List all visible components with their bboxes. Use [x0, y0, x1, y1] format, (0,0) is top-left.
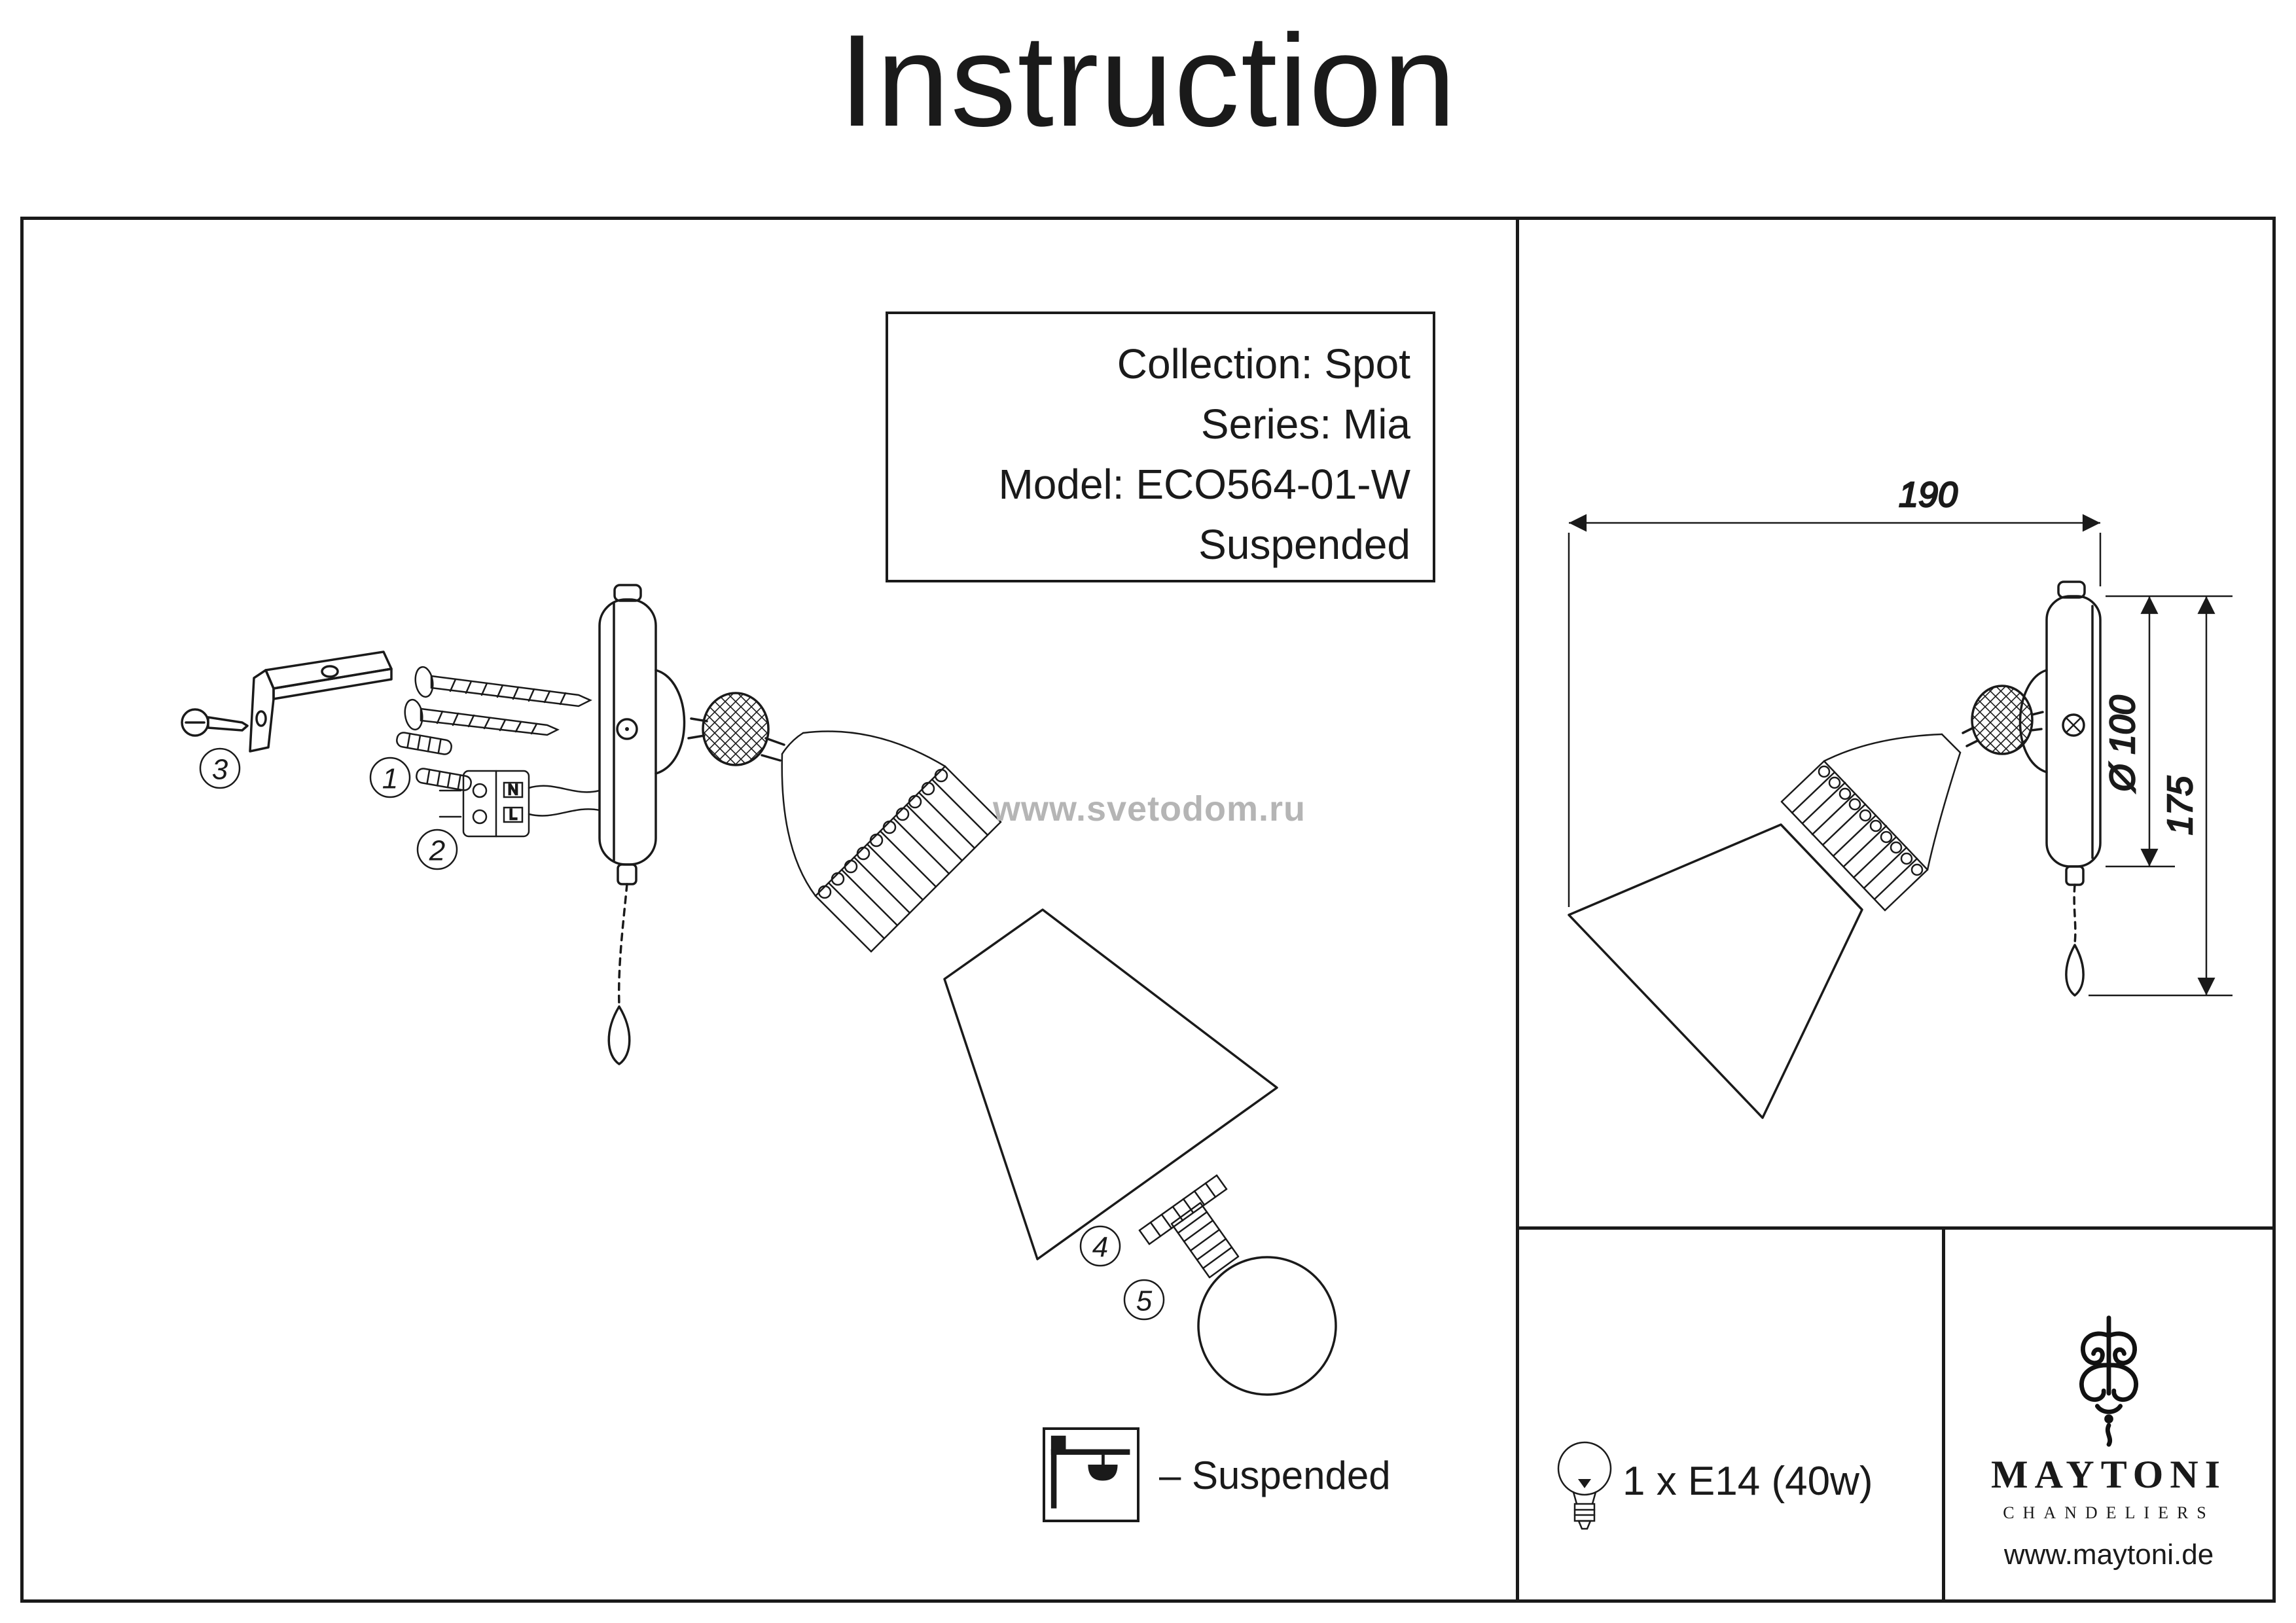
cell-divider-vertical — [1942, 1226, 1945, 1599]
terminal-label-l: L — [509, 806, 517, 823]
dimension-drawing: 190 Ø 100 175 — [1568, 474, 2233, 1119]
part-number-2: 2 — [429, 835, 445, 867]
dimension-height: 175 — [2089, 596, 2233, 997]
bulb-icon — [1557, 1441, 1612, 1530]
dimension-height-value: 175 — [2161, 776, 2200, 835]
instruction-sheet: N L — [20, 217, 2276, 1603]
part-number-1: 1 — [382, 763, 398, 795]
terminal-label-n: N — [508, 781, 518, 798]
brand-website: www.maytoni.de — [2003, 1539, 2214, 1571]
info-model: Model: ECO564-01-W — [998, 461, 1410, 508]
dimension-depth: 190 — [1568, 474, 2102, 907]
retaining-ring-drawing — [1138, 1174, 1228, 1245]
brand-cell: MAYTONI CHANDELIERS www.maytoni.de — [1945, 1230, 2272, 1599]
brand-name: MAYTONI — [1990, 1453, 2227, 1496]
shade-drawing — [943, 908, 1278, 1260]
mount-label: – Suspended — [1159, 1454, 1391, 1497]
product-info-box: Collection: Spot Series: Mia Model: ECO5… — [886, 312, 1435, 582]
part-number-4: 4 — [1092, 1232, 1108, 1264]
canopy-drawing — [598, 584, 686, 1065]
panel-divider-vertical — [1516, 220, 1519, 1599]
dimension-depth-value: 190 — [1899, 475, 1958, 514]
sideview-holder — [1780, 733, 1962, 912]
part-number-5: 5 — [1136, 1285, 1153, 1317]
part-callouts: 1 2 3 4 5 — [199, 747, 1165, 1321]
watermark: www.svetodom.ru — [992, 789, 1306, 829]
part-number-3: 3 — [212, 754, 228, 786]
bulb-drawing — [1170, 1202, 1337, 1396]
mounting-screws-drawing — [404, 666, 592, 736]
dimension-diameter: Ø 100 — [2102, 595, 2233, 868]
suspended-pictogram-icon — [1050, 1435, 1130, 1508]
brand-subtitle: CHANDELIERS — [2003, 1503, 2215, 1522]
exploded-assembly-diagram: N L — [181, 584, 1337, 1396]
sideview-knob — [1962, 685, 2044, 755]
small-screw-drawing — [181, 708, 249, 737]
sideview-shade — [1568, 823, 1863, 1119]
sideview-backplate — [2018, 580, 2102, 997]
chandelier-ornament-icon — [2079, 1315, 2139, 1447]
page-title: Instruction — [838, 8, 1458, 154]
wall-bracket-drawing — [249, 651, 393, 753]
wall-anchors-drawing — [396, 732, 472, 791]
info-collection: Collection: Spot — [1117, 340, 1410, 387]
knob-drawing — [687, 692, 785, 766]
mount-pictogram-box — [1043, 1427, 1139, 1522]
info-series: Series: Mia — [1200, 401, 1410, 448]
panel-divider-horizontal — [1516, 1226, 2272, 1230]
info-mount-type: Suspended — [1198, 521, 1410, 568]
terminal-block-drawing: N L — [439, 770, 601, 838]
dimension-diameter-value: Ø 100 — [2103, 695, 2142, 793]
bulb-spec-text: 1 x E14 (40w) — [1623, 1459, 1873, 1504]
lamp-holder-drawing — [781, 730, 1002, 953]
